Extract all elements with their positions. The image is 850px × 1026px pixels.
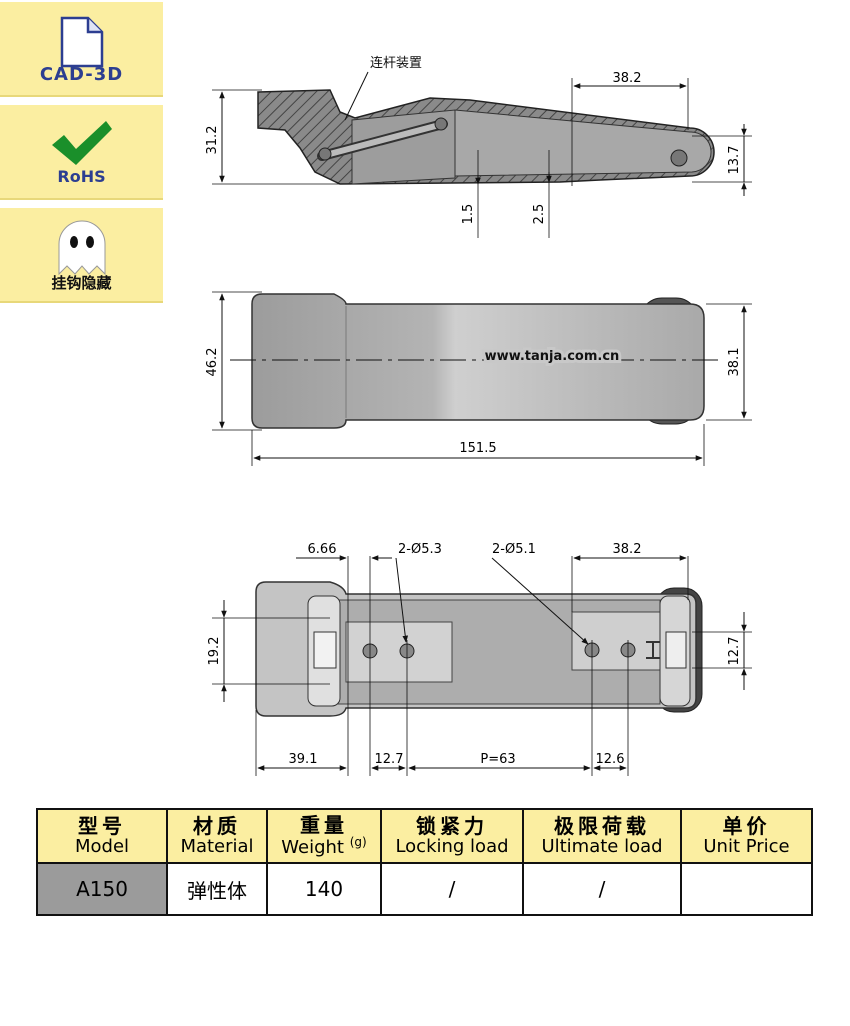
- header-model-en: Model: [74, 836, 130, 858]
- cell-material: 弹性体: [166, 862, 268, 916]
- checkmark-icon: [51, 121, 112, 165]
- dim-side-height: 31.2: [205, 126, 220, 155]
- header-unit-price: 单价 Unit Price: [680, 808, 813, 864]
- top-view-body: [251, 293, 705, 429]
- dim-offset: 6.66: [308, 542, 337, 557]
- header-weight-unit: (g): [349, 835, 367, 850]
- header-ultimate-load: 极限荷载 Ultimate load: [522, 808, 682, 864]
- header-locking-load-en: Locking load: [395, 836, 509, 858]
- dim-hole-a: 2-Ø5.3: [398, 542, 442, 557]
- dim-side-end-length: 38.2: [613, 71, 642, 86]
- dim-gap-a: 1.5: [461, 204, 476, 225]
- top-view: www.tanja.com.cn 46.2 38.1 151.5: [205, 291, 752, 466]
- technical-drawing: 连杆装置 31.2 38.2 13.7 1.5 2.5 www.tanja.co…: [205, 55, 752, 776]
- cell-model: A150: [36, 862, 168, 916]
- header-unit-price-zh: 单价: [722, 814, 771, 839]
- header-locking-load-zh: 锁紧力: [416, 814, 488, 839]
- header-ultimate-load-en: Ultimate load: [541, 836, 663, 858]
- header-weight: 重量 Weight (g): [266, 808, 382, 864]
- header-locking-load: 锁紧力 Locking load: [380, 808, 524, 864]
- bottom-view: 6.66 2-Ø5.3 2-Ø5.1 38.2 19.2 12.7 39.1 1…: [207, 542, 752, 776]
- table-row: A150 弹性体 140 / /: [36, 862, 813, 916]
- linkage-annotation: 连杆装置: [370, 55, 422, 71]
- hidden-hook-label: 挂钩隐藏: [51, 274, 112, 292]
- dim-side-end-height: 13.7: [727, 146, 742, 175]
- spec-header-row: 型号 Model 材质 Material 重量 Weight (g) 锁紧力 L…: [36, 808, 813, 864]
- dim-seg2: 12.7: [375, 752, 404, 767]
- dim-left-height: 19.2: [207, 637, 222, 666]
- spec-table: 型号 Model 材质 Material 重量 Weight (g) 锁紧力 L…: [36, 808, 813, 916]
- cad-3d-tile[interactable]: CAD-3D: [0, 2, 163, 97]
- header-unit-price-en: Unit Price: [703, 836, 790, 858]
- header-material-zh: 材质: [193, 814, 241, 839]
- header-model-zh: 型号: [78, 814, 126, 839]
- rohs-label: RoHS: [57, 167, 106, 186]
- dim-top-width: 46.2: [205, 348, 220, 377]
- cad-3d-label: CAD-3D: [39, 64, 124, 85]
- dim-seg4: 12.6: [596, 752, 625, 767]
- side-view: 连杆装置 31.2 38.2 13.7 1.5 2.5: [205, 55, 752, 238]
- dim-top-length: 151.5: [459, 441, 496, 456]
- cell-unit-price: [680, 862, 813, 916]
- document-icon: [60, 16, 103, 68]
- dim-right-height: 12.7: [727, 637, 742, 666]
- hidden-hook-tile: 挂钩隐藏: [0, 208, 163, 303]
- header-material: 材质 Material: [166, 808, 268, 864]
- dim-bottom-end-length: 38.2: [613, 542, 642, 557]
- dim-hole-b: 2-Ø5.1: [492, 542, 536, 557]
- header-weight-zh: 重量: [300, 813, 348, 838]
- header-material-en: Material: [180, 836, 254, 858]
- dim-gap-b: 2.5: [532, 204, 547, 225]
- dim-seg1: 39.1: [289, 752, 318, 767]
- dim-top-end-width: 38.1: [727, 348, 742, 377]
- cell-locking-load: /: [380, 862, 524, 916]
- ghost-icon: [58, 220, 105, 276]
- header-ultimate-load-zh: 极限荷载: [554, 814, 650, 839]
- cell-weight: 140: [266, 862, 382, 916]
- header-weight-en: Weight: [281, 837, 344, 859]
- dim-pitch: P=63: [480, 752, 515, 767]
- rohs-tile: RoHS: [0, 105, 163, 200]
- watermark-url: www.tanja.com.cn: [485, 349, 620, 364]
- cell-ultimate-load: /: [522, 862, 682, 916]
- header-model: 型号 Model: [36, 808, 168, 864]
